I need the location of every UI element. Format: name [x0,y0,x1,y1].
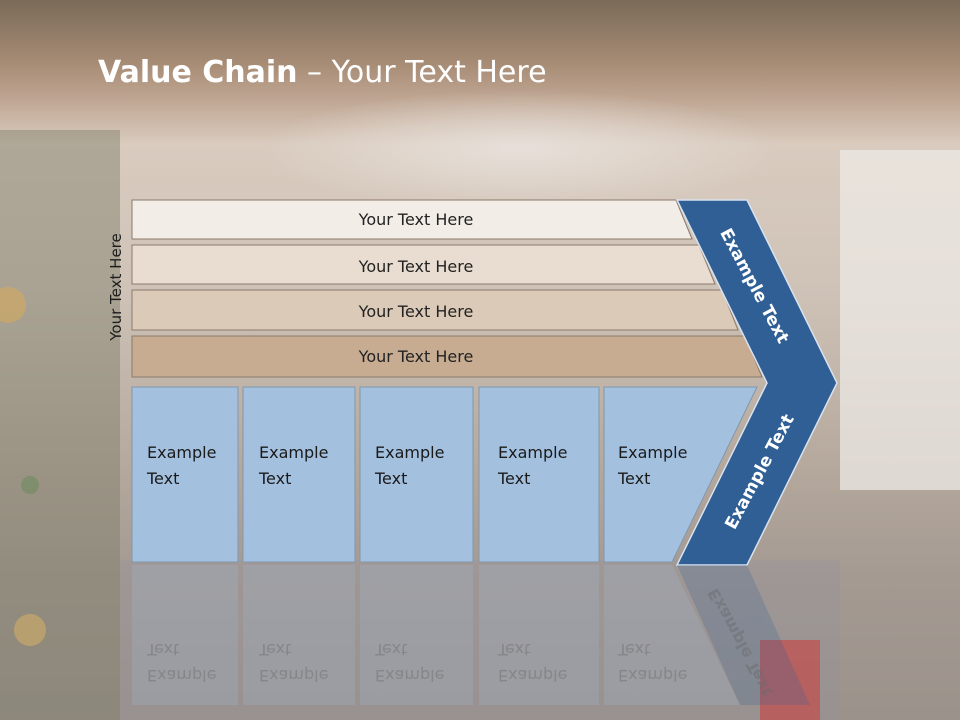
reflection-cell-4-line1: Example [498,666,567,685]
primary-cell-2 [242,386,356,563]
primary-cell-2-line2: Text [258,469,291,488]
reflection-cell-1-line1: Example [147,666,216,685]
chevron-shape [675,199,838,566]
primary-cell-5-line1: Example [618,443,687,462]
reflection-cell-2-line2: Text [258,640,291,659]
primary-cell-1-line1: Example [147,443,216,462]
primary-cell-4-line1: Example [498,443,567,462]
reflection-chevron [677,565,810,705]
primary-cell-2-line1: Example [259,443,328,462]
primary-cell-3 [359,386,474,563]
page-title: Value Chain – Your Text Here [98,55,547,90]
reflection-cell-2-line1: Example [259,666,328,685]
support-bar-2 [131,244,716,285]
reflection-cell-4 [479,565,599,705]
reflection-cell-5-line2: Text [617,640,650,659]
primary-cell-4-line2: Text [497,469,530,488]
reflection-cell-2 [243,565,355,705]
reflection-cell-3 [360,565,473,705]
primary-cell-3-line1: Example [375,443,444,462]
primary-cell-1-line2: Text [146,469,179,488]
primary-cell-3-line2: Text [374,469,407,488]
support-bar-1-label: Your Text Here [358,210,474,229]
reflection-cell-4-line2: Text [497,640,530,659]
title-rest: – Your Text Here [297,55,547,90]
reflection-cell-3-line1: Example [375,666,444,685]
support-bars: Your Text Here Your Text Here Your Text … [131,199,763,378]
reflection-cell-1 [132,565,238,705]
support-bar-4 [131,335,763,378]
support-bar-1 [131,199,693,240]
support-bar-3-label: Your Text Here [358,302,474,321]
reflection-cell-5-line1: Example [618,666,687,685]
reflection-cell-1-line2: Text [146,640,179,659]
title-bold: Value Chain [98,55,298,90]
primary-cell-4 [478,386,600,563]
support-bar-3 [131,289,739,331]
reflection [132,565,810,705]
support-bar-4-label: Your Text Here [358,347,474,366]
support-bar-2-label: Your Text Here [358,257,474,276]
primary-cell-1 [131,386,239,563]
reflection-cell-3-line2: Text [374,640,407,659]
primary-cell-5-line2: Text [617,469,650,488]
primary-cell-5 [603,386,758,563]
reflection-cell-5 [604,565,740,705]
primary-cells: Example Text Example Text Example Text E… [131,386,758,563]
